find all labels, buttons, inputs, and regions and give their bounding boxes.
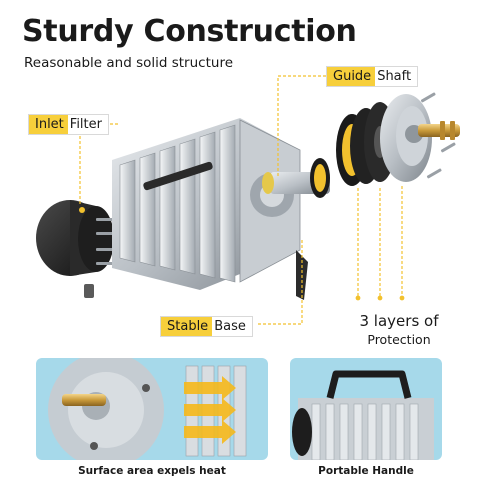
heat-arrows [184, 376, 236, 444]
end-cap-part [380, 94, 460, 182]
inlet-filter-part [36, 200, 114, 298]
heat-illustration [48, 358, 247, 460]
stable-base-callout: Stable Base [160, 316, 253, 337]
stable-base-label: Base [214, 319, 246, 334]
stable-base-highlight: Stable [161, 317, 213, 336]
lead-dots [355, 295, 405, 301]
page-subtitle: Reasonable and solid structure [24, 55, 233, 71]
handle-icon [326, 370, 412, 399]
inlet-filter-callout: Inlet Filter [28, 114, 109, 135]
air-pump-illustration [36, 75, 460, 325]
inlet-filter-highlight: Inlet [29, 115, 68, 134]
handle-panel [290, 358, 442, 460]
guide-shaft-part [262, 158, 330, 198]
guide-shaft-label: Shaft [377, 69, 412, 84]
inlet-filter-label: Filter [69, 117, 102, 132]
heat-caption: Surface area expels heat [78, 465, 226, 477]
layers-line-1: 3 layers of [359, 312, 439, 330]
pump-body [112, 118, 308, 300]
guide-shaft-highlight: Guide [327, 67, 376, 86]
screws [96, 218, 122, 265]
handle-illustration [292, 370, 434, 460]
loose-screws [420, 92, 456, 179]
protection-layers-label: 3 layers of Protection [340, 312, 458, 347]
layers-line-2: Protection [367, 332, 431, 347]
heat-panel [36, 358, 268, 460]
page-title: Sturdy Construction [22, 14, 357, 49]
handle-caption: Portable Handle [318, 465, 414, 477]
lead-lines [79, 75, 403, 325]
guide-shaft-callout: Guide Shaft [326, 66, 419, 87]
protection-discs [336, 102, 396, 186]
